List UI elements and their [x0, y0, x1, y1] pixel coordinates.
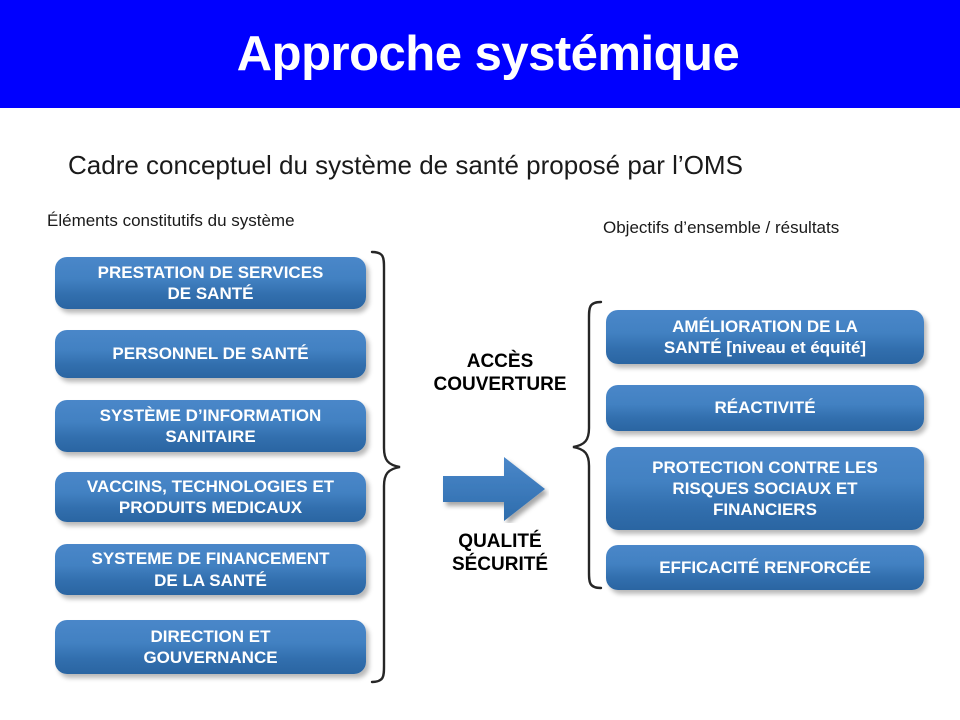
left-box-vaccins-technologies-produits-medicaux[interactable]: VACCINS, TECHNOLOGIES ET PRODUITS MEDICA…: [55, 472, 366, 522]
right-box-reactivite[interactable]: RÉACTIVITÉ: [606, 385, 924, 431]
right-column-heading: Objectifs d’ensemble / résultats: [603, 218, 840, 237]
title-banner: [0, 0, 960, 108]
right-arrow-icon: [443, 457, 545, 521]
page-title: Approche systémique: [236, 27, 740, 81]
left-column-brace: [370, 250, 401, 684]
left-box-direction-et-gouvernance[interactable]: DIRECTION ET GOUVERNANCE: [55, 620, 366, 674]
left-box-systeme-de-financement-de-la-sante[interactable]: SYSTEME DE FINANCEMENT DE LA SANTÉ: [55, 544, 366, 595]
left-box-systeme-d-information-sanitaire[interactable]: SYSTÈME D’INFORMATION SANITAIRE: [55, 400, 366, 452]
left-box-personnel-de-sante[interactable]: PERSONNEL DE SANTÉ: [55, 330, 366, 378]
left-box-prestation-de-services[interactable]: PRESTATION DE SERVICES DE SANTÉ: [55, 257, 366, 309]
center-label-acces-couverture: ACCÈS COUVERTURE: [433, 351, 567, 396]
right-box-amelioration-de-la-sante[interactable]: AMÉLIORATION DE LA SANTÉ [niveau et équi…: [606, 310, 924, 364]
right-column-brace: [572, 300, 603, 590]
left-column-heading: Éléments constitutifs du système: [47, 211, 295, 230]
subtitle: Cadre conceptuel du système de santé pro…: [68, 150, 743, 180]
right-box-efficacite-renforcee[interactable]: EFFICACITÉ RENFORCÉE: [606, 545, 924, 590]
right-box-protection-risques-sociaux-financiers[interactable]: PROTECTION CONTRE LES RISQUES SOCIAUX ET…: [606, 447, 924, 530]
center-label-qualite-securite: QUALITÉ SÉCURITÉ: [451, 531, 549, 576]
